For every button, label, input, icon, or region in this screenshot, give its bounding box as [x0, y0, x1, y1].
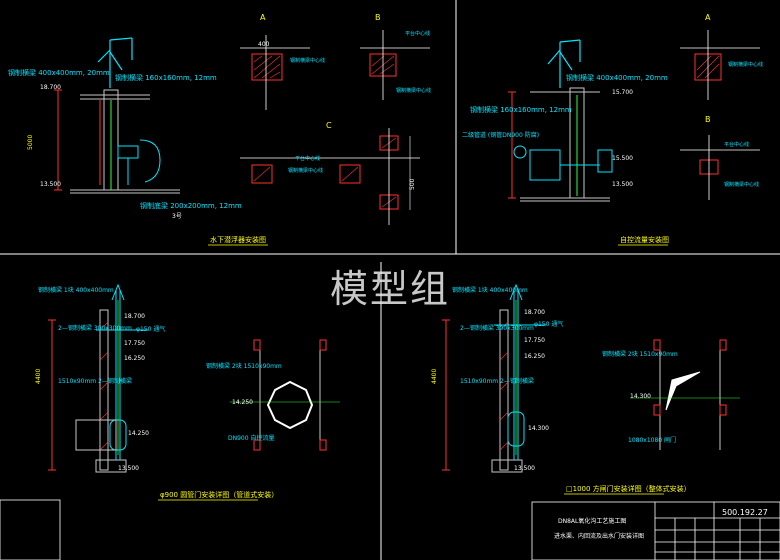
pipe-detail-bl: 钢制横梁 2块 1510x90mm DN900 自控流量 14.250 [206, 339, 340, 451]
svg-text:钢制横梁中心线: 钢制横梁中心线 [728, 61, 763, 68]
svg-text:平台中心线: 平台中心线 [405, 30, 430, 37]
section-c-label: C [326, 121, 332, 130]
project-name: DN8AL氧化沟工艺施工图 [558, 517, 626, 525]
bl-note-4: 钢制横梁 2块 1510x90mm [206, 362, 282, 370]
note-beam-1: 钢制横梁 400x400mm, 20mm [8, 68, 110, 77]
bl-note-1: 钢制横梁 1块 400x400mm [38, 286, 114, 294]
bl-note-6: φ150 通气 [136, 325, 165, 333]
section-a-detail: A 400 钢制横梁中心线 [240, 13, 325, 110]
svg-text:4400: 4400 [35, 369, 42, 384]
svg-text:钢制横梁中心线: 钢制横梁中心线 [290, 57, 325, 64]
pump-unit [513, 145, 613, 181]
panel-top-left: 5000 钢制横梁 400x400mm, 20mm 钢制横梁 160x160mm… [8, 13, 431, 246]
elev-top-right: 15.700 [612, 89, 633, 96]
section-a-label: A [260, 13, 266, 22]
svg-text:钢制横梁中心线: 钢制横梁中心线 [288, 167, 323, 174]
br-note-2: 2—钢制横梁 300x300mm [460, 324, 534, 332]
dimension-lines-red [54, 89, 101, 191]
gate-detail-br: 钢制横梁 2块 1510x90mm 1080x1080 闸门 14.300 [602, 339, 740, 450]
elev-top: 18.700 [40, 84, 61, 91]
section-b-label-right: B [705, 115, 711, 124]
bl-elev-1: 18.700 [124, 313, 145, 320]
small-label: 3号 [172, 213, 182, 220]
vertical-column [70, 89, 180, 194]
panel-top-right: 钢制横梁 160x160mm, 12mm 钢制横梁 400x400mm, 20m… [462, 13, 763, 246]
panel-br-title: □1000 方闸门安装详图（整体式安装） [566, 484, 691, 493]
elev-mid-right: 15.500 [612, 155, 633, 162]
section-a-label-right: A [705, 13, 711, 22]
drawing-name: 进水渠、内回流及出水门安装详图 [554, 532, 644, 540]
svg-text:钢制横梁中心线: 钢制横梁中心线 [396, 87, 431, 94]
panel-tr-title: 自控流量安装图 [620, 235, 669, 244]
hoist-frame-right [547, 39, 581, 88]
br-elev-6: 14.300 [630, 393, 651, 400]
note-beam-1-right: 钢制横梁 400x400mm, 20mm [566, 73, 668, 82]
dim-vertical: 5000 [27, 135, 34, 150]
bl-note-5: DN900 自控流量 [228, 434, 274, 442]
svg-text:500: 500 [409, 178, 416, 190]
vertical-column-right [520, 87, 610, 202]
svg-text:平台中心线: 平台中心线 [724, 141, 749, 148]
svg-text:4400: 4400 [431, 369, 438, 384]
br-note-1: 钢制横梁 1块 400x400mm [452, 286, 528, 294]
bl-elev-6: 14.250 [232, 399, 253, 406]
note-pipe-right: 二级管道 (钢管DN900 防腐) [462, 131, 539, 139]
note-beam-2-right: 钢制横梁 160x160mm, 12mm [470, 105, 572, 114]
br-note-4: 钢制横梁 2块 1510x90mm [602, 350, 678, 358]
section-c-detail: C 平台中心线 钢制横梁中心线 500 [240, 121, 420, 225]
panel-bottom-right: 4400 钢制横梁 1块 400x400mm 2—钢制横梁 300x300mm … [431, 283, 740, 495]
br-elev-1: 18.700 [524, 309, 545, 316]
corner-box-left [0, 499, 61, 560]
bl-elev-3: 16.250 [124, 355, 145, 362]
elev-bottom: 13.500 [40, 181, 61, 188]
section-b-label: B [375, 13, 381, 22]
drawing-number: 500.192.27 [722, 508, 768, 517]
br-elev-5: 13.500 [514, 465, 535, 472]
br-elev-3: 16.250 [524, 353, 545, 360]
note-beam-2: 钢制横梁 160x160mm, 12mm [115, 73, 217, 82]
br-note-3: 1510x90mm 2—钢制横梁 [460, 377, 534, 385]
bl-elev-4: 14.250 [128, 430, 149, 437]
panel-tl-title: 水下潜浮器安装图 [210, 235, 266, 244]
bl-elev-2: 17.750 [124, 340, 145, 347]
hoist-frame [97, 37, 133, 88]
watermark: 模型组 [330, 267, 451, 311]
equipment [117, 139, 161, 185]
section-b-detail: B 平台中心线 钢制横梁中心线 [360, 13, 431, 100]
section-b-detail-right: B 平台中心线 钢制横梁中心线 [680, 115, 760, 200]
bl-note-2: 2—钢制横梁 300x300mm [58, 324, 132, 332]
br-elev-4: 14.300 [528, 425, 549, 432]
svg-text:钢制横梁中心线: 钢制横梁中心线 [724, 181, 759, 188]
br-note-5: 1080x1080 闸门 [628, 436, 676, 444]
note-beam-3: 钢制底梁 200x200mm, 12mm [140, 201, 242, 210]
dim-400: 400 [258, 41, 270, 48]
br-elev-2: 17.750 [524, 337, 545, 344]
elev-bot-right: 13.500 [612, 181, 633, 188]
wall-hatch-bl [99, 321, 109, 451]
panel-bl-title: φ900 圆管门安装详图（管道式安装） [160, 490, 278, 499]
panel-bottom-left: 4400 钢制横梁 1块 400x400mm 2—钢制横梁 300x300mm … [0, 283, 340, 560]
bl-note-3: 1510x90mm 2—钢制横梁 [58, 377, 132, 385]
svg-text:平台中心线: 平台中心线 [295, 155, 320, 162]
section-a-detail-right: A 钢制横梁中心线 [680, 13, 763, 100]
title-block [531, 501, 780, 560]
bl-elev-5: 13.500 [118, 465, 139, 472]
br-note-6: φ150 通气 [534, 320, 563, 328]
